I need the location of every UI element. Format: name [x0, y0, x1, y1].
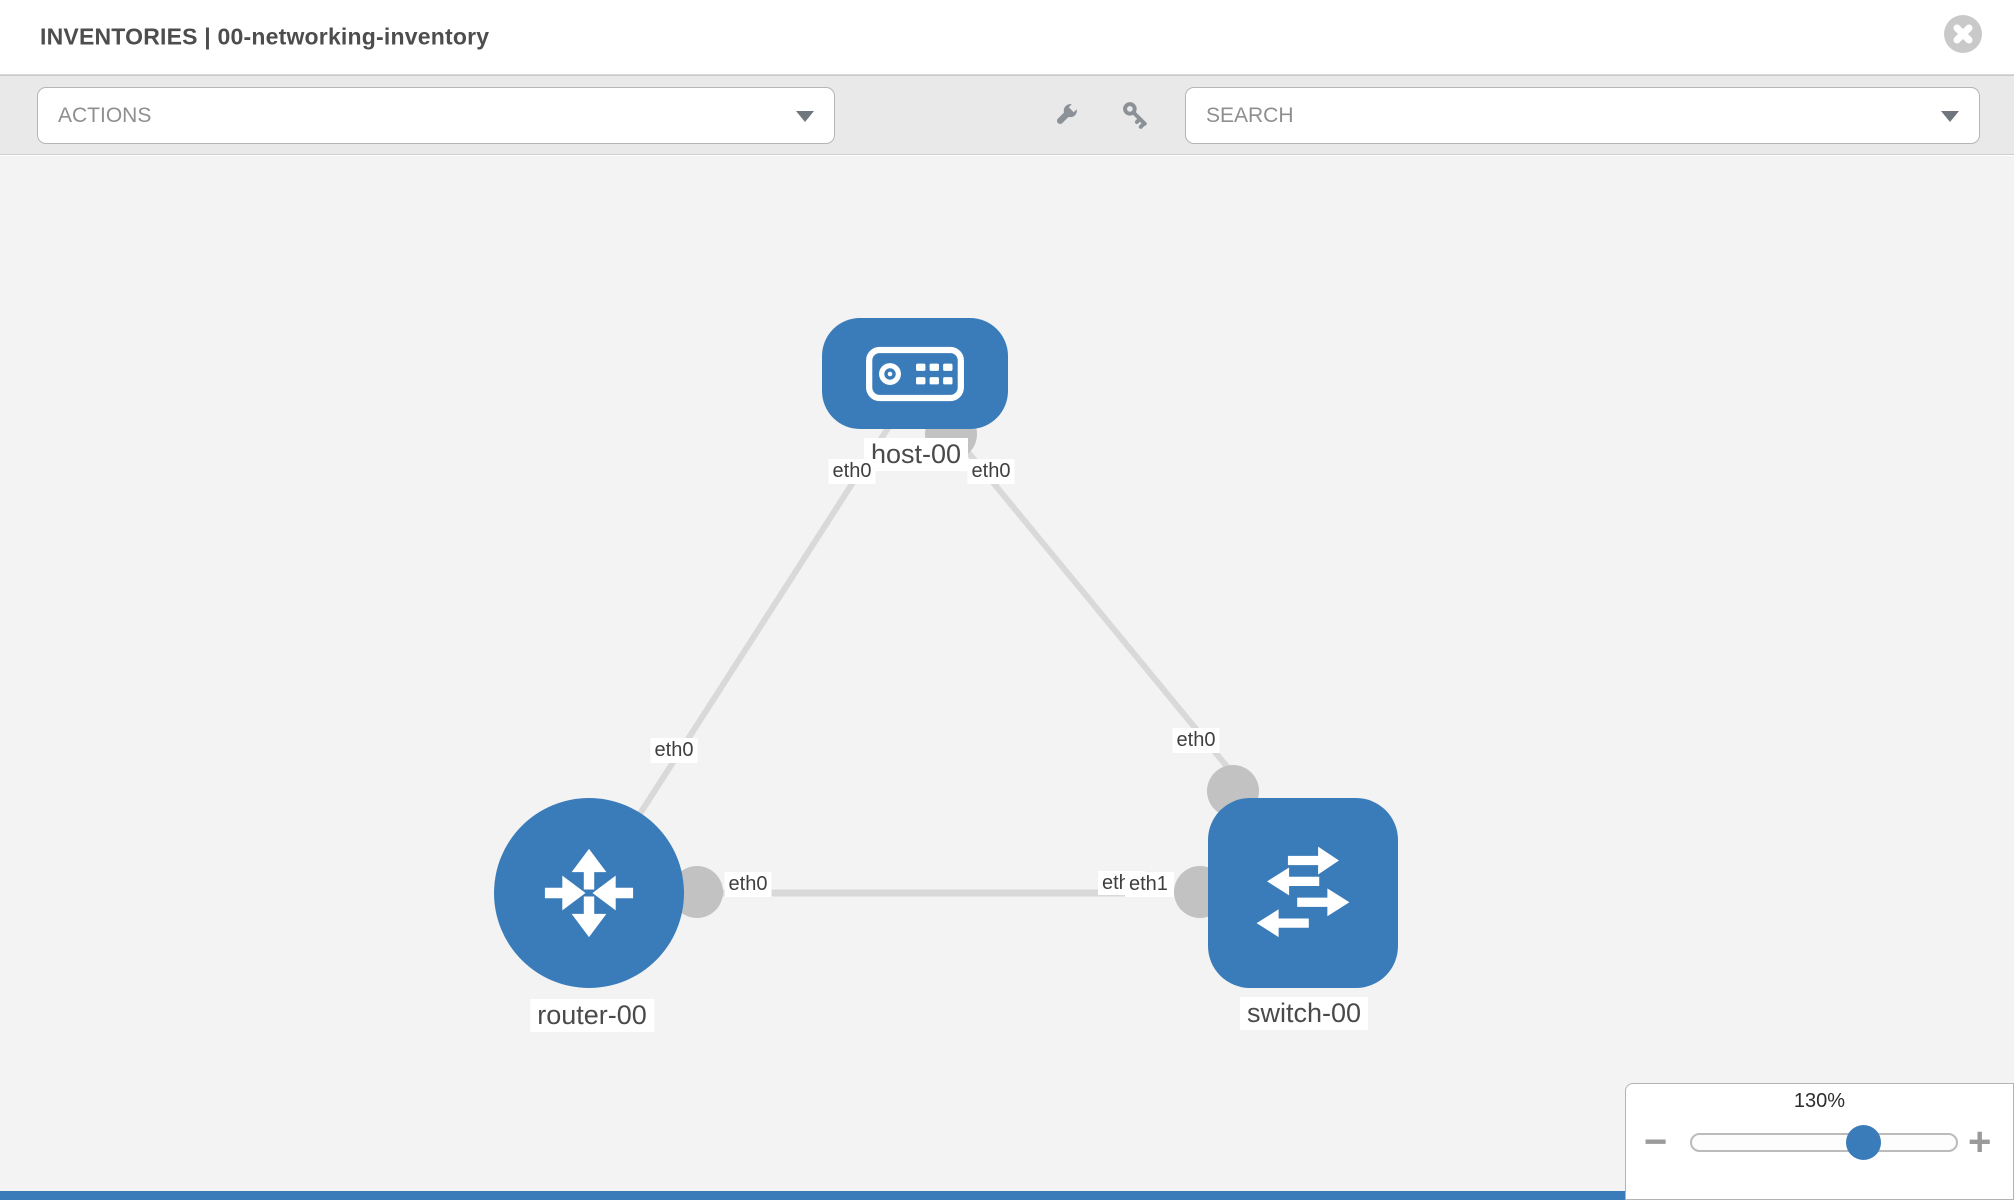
- zoom-slider-track[interactable]: [1690, 1125, 1958, 1160]
- zoom-level-value: 130%: [1793, 1090, 1846, 1112]
- header-bar: INVENTORIES | 00-networking-inventory: [0, 0, 2014, 75]
- tools-button[interactable]: [1046, 95, 1086, 135]
- zoom-out-button[interactable]: −: [1644, 1120, 1668, 1164]
- interface-label-router-top: eth0: [650, 738, 698, 763]
- router-arrows-icon: [544, 848, 634, 938]
- close-button[interactable]: [1944, 15, 1982, 53]
- search-dropdown[interactable]: SEARCH: [1185, 87, 1980, 144]
- actions-dropdown-label: ACTIONS: [58, 103, 152, 127]
- actions-dropdown[interactable]: ACTIONS: [37, 87, 835, 144]
- host-server-icon: [866, 346, 964, 401]
- caret-down-icon: [1941, 110, 1959, 122]
- bottom-accent-bar: [0, 1191, 1626, 1200]
- key-icon: [1123, 102, 1147, 129]
- zoom-in-button[interactable]: +: [1968, 1120, 1992, 1164]
- close-icon: [1953, 24, 1973, 44]
- node-host-00[interactable]: [822, 318, 1008, 429]
- node-switch-00[interactable]: [1208, 798, 1398, 988]
- interface-label-router-right: eth0: [724, 872, 772, 897]
- wrench-icon: [1056, 102, 1079, 125]
- interface-label-switch-left-overlap: eth0 eth1: [1098, 871, 1174, 897]
- interface-label-host-right: eth0: [967, 459, 1015, 484]
- node-label-host: host-00: [863, 438, 969, 471]
- node-label-router: router-00: [530, 999, 654, 1032]
- topology-canvas[interactable]: host-00 router-00 switch-00 eth0 eth0 et…: [0, 156, 2014, 1200]
- zoom-panel: 130% − +: [1625, 1083, 2014, 1200]
- search-dropdown-label: SEARCH: [1206, 103, 1294, 127]
- caret-down-icon: [796, 110, 814, 122]
- key-button[interactable]: [1116, 95, 1156, 135]
- node-label-switch: switch-00: [1239, 997, 1369, 1030]
- zoom-slider-thumb[interactable]: [1846, 1125, 1881, 1160]
- interface-label-host-left: eth0: [828, 459, 876, 484]
- toolbar: ACTIONS SEARCH: [0, 75, 2014, 155]
- page-title: INVENTORIES | 00-networking-inventory: [40, 23, 490, 50]
- switch-arrows-icon: [1256, 846, 1350, 938]
- interface-label-switch-top: eth0: [1172, 728, 1220, 753]
- interface-label-switch-left-front: eth1: [1125, 872, 1174, 897]
- node-router-00[interactable]: [494, 798, 684, 988]
- interface-connector-router-right[interactable]: [671, 866, 723, 918]
